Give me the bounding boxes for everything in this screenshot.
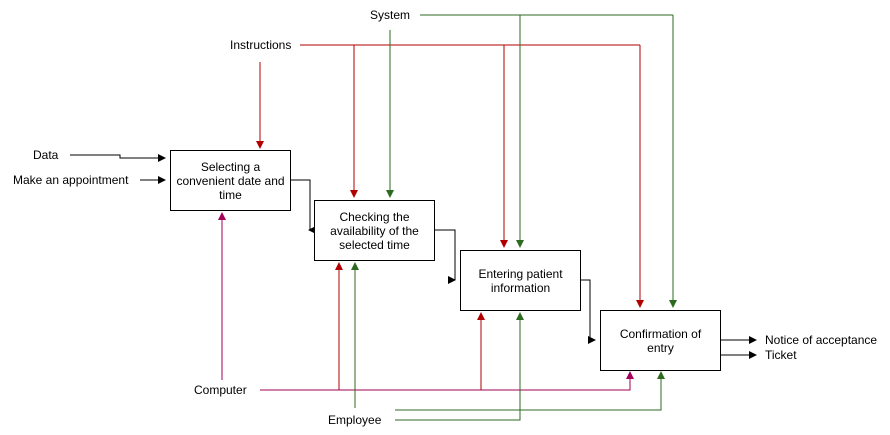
output-label-notice: Notice of acceptance [765,333,878,347]
mechanism-label-employee: Employee [328,413,382,427]
arrow-a1-to-a2 [291,179,316,234]
arrow-a3-to-a4 [580,279,596,344]
arrow-employee-to-a4 [395,371,665,411]
activity-box-select-date: Selecting a convenient date and time [170,150,291,211]
line-computer-bus [260,371,634,391]
arrow-employee-to-a3 [395,312,524,421]
activity-box-check-availability: Checking the availability of the selecte… [314,200,435,261]
activity-box-confirm-entry: Confirmation of entry [600,310,721,371]
mechanism-label-computer: Computer [194,383,247,397]
activity-box-enter-patient-info: Entering patient information [460,250,581,311]
input-label-data: Data [33,148,59,162]
control-label-system: System [370,8,411,22]
control-label-instructions: Instructions [230,38,292,52]
arrow-a2-to-a3 [435,229,459,281]
input-label-appointment: Make an appointment [13,173,129,187]
output-label-ticket: Ticket [765,348,797,362]
arrow-data-input [70,154,166,162]
